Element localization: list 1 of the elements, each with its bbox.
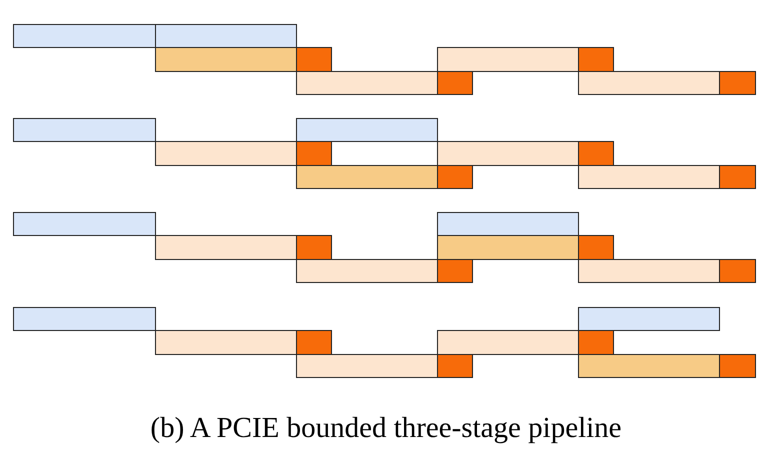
figure-caption: (b) A PCIE bounded three-stage pipeline	[150, 412, 622, 444]
